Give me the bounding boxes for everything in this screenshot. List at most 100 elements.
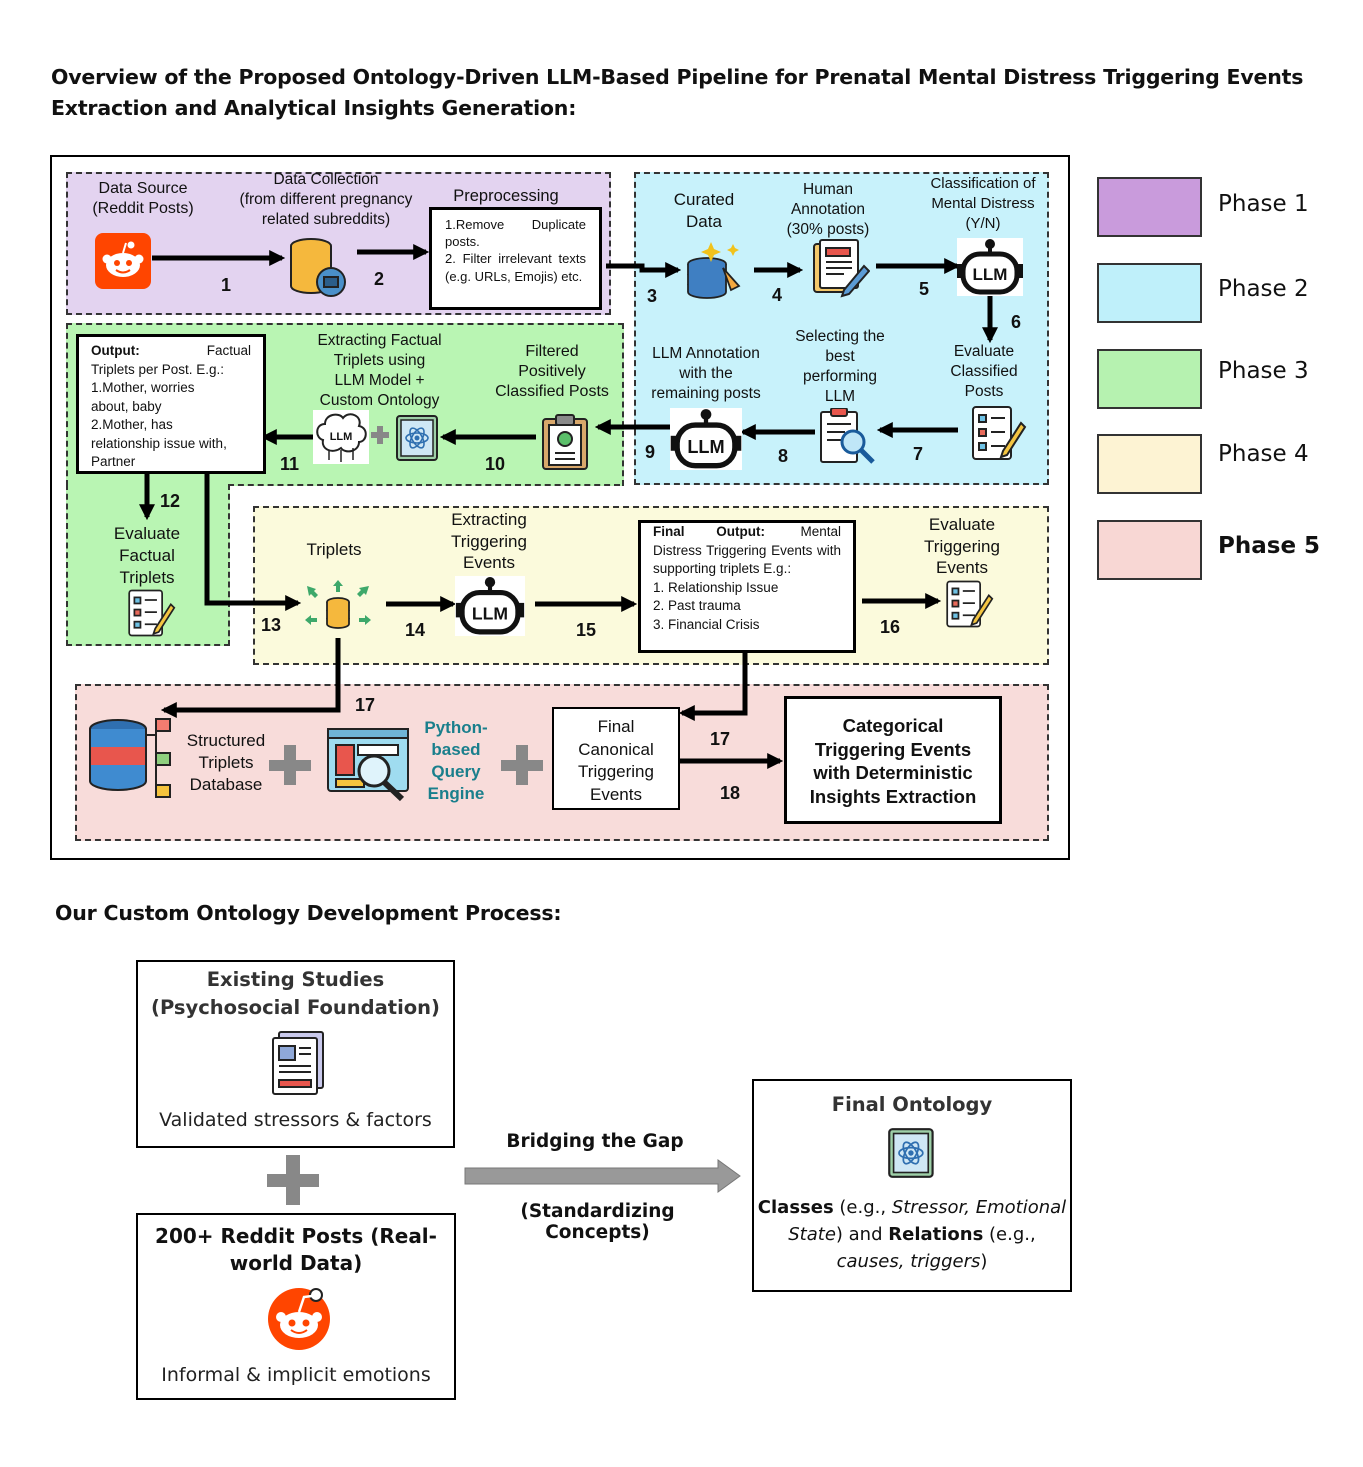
checklist-icon-events [942, 578, 994, 630]
categorical-insights-label: Categorical Triggering Events with Deter… [809, 715, 977, 807]
data-collection-label: Data Collection (from different pregnanc… [239, 171, 413, 228]
final-output-heading: Final Output: [653, 524, 765, 539]
legend-swatch-phase4 [1097, 434, 1202, 494]
svg-text:LLM: LLM [973, 265, 1008, 284]
human-annotation-label: Human Annotation (30% posts) [786, 181, 870, 238]
title-line-2: Extraction and Analytical Insights Gener… [51, 96, 577, 120]
reddit-posts-box: 200+ Reddit Posts (Real- world Data) Inf… [136, 1213, 456, 1400]
data-source-label: Data Source (Reddit Posts) [92, 180, 194, 217]
svg-text:LLM: LLM [687, 437, 724, 457]
step-number-7: 7 [913, 444, 924, 464]
preprocessing-label: Preprocessing [453, 187, 559, 205]
legend-label-phase3: Phase 3 [1218, 358, 1309, 384]
evaluate-events-label: Evaluate Triggering Events [924, 515, 1000, 577]
database-icon [285, 234, 349, 298]
final-output-item-3: 3. Financial Crisis [653, 616, 760, 632]
relations-examples: causes, triggers [836, 1251, 981, 1272]
evaluate-triplets-label: Evaluate Factual Triplets [113, 524, 181, 587]
svg-text:LLM: LLM [330, 431, 353, 443]
output-triplets-text: Triplets per Post. E.g.: 1.Mother, worri… [91, 361, 227, 470]
page-title: Overview of the Proposed Ontology-Driven… [51, 62, 1311, 124]
final-ontology-title: Final Ontology [831, 1093, 993, 1116]
llm-robot-icon-classify: LLM [957, 238, 1023, 296]
existing-studies-box: Existing Studies (Psychosocial Foundatio… [136, 960, 455, 1148]
classes-term: Classes [757, 1197, 834, 1218]
structured-database-icon [86, 715, 176, 801]
preprocessing-box: 1.Remove Duplicate posts. 2. Filter irre… [429, 207, 602, 310]
search-report-icon [817, 407, 877, 466]
filtered-posts-label: Filtered Positively Classified Posts [495, 343, 609, 400]
standardizing-concepts-label: (Standardizing Concepts) [520, 1201, 675, 1243]
phase3-region-step [228, 484, 620, 486]
final-ontology-description: Classes (e.g., Stressor, Emotional State… [754, 1194, 1070, 1275]
step-number-5: 5 [919, 279, 930, 299]
final-output-text: Distress Triggering Events with supporti… [653, 542, 841, 577]
classification-label: Classification of Mental Distress (Y/N) [930, 175, 1036, 232]
ontology-book-icon-final [884, 1127, 940, 1179]
svg-text:LLM: LLM [472, 603, 508, 623]
step-number-10: 10 [485, 454, 506, 474]
curated-data-icon [683, 238, 745, 300]
step-number-11: 11 [280, 454, 300, 474]
llm-brain-icon: LLM [313, 410, 369, 464]
step-number-17a: 17 [355, 695, 376, 715]
legend-label-phase4: Phase 4 [1218, 441, 1309, 467]
existing-studies-caption: Validated stressors & factors [159, 1109, 432, 1131]
clipboard-check-icon [540, 413, 590, 471]
bridging-gap-label: Bridging the Gap [506, 1131, 684, 1152]
legend-swatch-phase1 [1097, 177, 1202, 237]
extracting-events-label: Extracting Triggering Events [451, 510, 527, 572]
triplets-output-box: Output: Factual Triplets per Post. E.g.:… [76, 334, 266, 474]
title-line-1: Overview of the Proposed Ontology-Driven… [51, 65, 1304, 89]
step-number-4: 4 [772, 285, 783, 305]
legend-swatch-phase5 [1097, 520, 1202, 580]
final-output-heading-tail: Mental [800, 524, 841, 539]
legend-label-phase1: Phase 1 [1218, 191, 1309, 217]
closing-paren: ) [980, 1251, 988, 1272]
reddit-posts-caption: Informal & implicit emotions [161, 1364, 431, 1386]
step-number-2: 2 [374, 269, 385, 289]
ontology-heading: Our Custom Ontology Development Process: [55, 901, 562, 925]
ontology-book-icon [393, 414, 443, 462]
final-output-item-2: 2. Past trauma [653, 598, 741, 613]
checklist-icon-triplets [124, 586, 176, 640]
step-number-16: 16 [880, 617, 901, 637]
legend-swatch-phase3 [1097, 349, 1202, 409]
triplets-label: Triplets [306, 540, 362, 559]
step-number-8: 8 [778, 446, 789, 466]
existing-studies-title: Existing Studies (Psychosocial Foundatio… [151, 968, 440, 1019]
query-engine-icon [326, 727, 410, 803]
llm-robot-icon-annotate: LLM [670, 408, 742, 470]
reddit-icon [95, 233, 151, 289]
reddit-icon-ontology [266, 1287, 338, 1351]
extracting-triplets-label: Extracting Factual Triplets using LLM Mo… [317, 332, 442, 409]
query-engine-label: Python- based Query Engine [424, 718, 488, 803]
llm-annotation-label: LLM Annotation with the remaining posts [651, 345, 761, 402]
relations-term: Relations [888, 1224, 984, 1245]
step-number-12: 12 [160, 491, 181, 511]
legend-label-phase2: Phase 2 [1218, 276, 1309, 302]
triplets-merge-icon [305, 580, 371, 636]
final-canonical-label: Final Canonical Triggering Events [578, 717, 654, 804]
preprocessing-step-2: 2. Filter irrelevant texts (e.g. URLs, E… [445, 251, 586, 284]
step-number-3: 3 [647, 286, 658, 306]
final-ontology-box: Final Ontology Classes (e.g., Stressor, … [752, 1079, 1072, 1292]
relations-eg: (e.g., [983, 1224, 1036, 1245]
step-number-17b: 17 [710, 729, 731, 749]
categorical-insights-box: Categorical Triggering Events with Deter… [784, 696, 1002, 824]
final-output-item-1: 1. Relationship Issue [653, 579, 779, 595]
classes-eg: (e.g., [833, 1197, 892, 1218]
final-canonical-box: Final Canonical Triggering Events [552, 707, 680, 810]
step-number-18: 18 [720, 783, 741, 803]
step-number-14: 14 [405, 620, 426, 640]
step-number-6: 6 [1011, 312, 1022, 332]
annotation-icon [808, 238, 871, 300]
reddit-posts-title: 200+ Reddit Posts (Real- world Data) [155, 1224, 437, 1275]
legend-label-phase5: Phase 5 [1218, 533, 1321, 559]
classes-examples: Stressor, Emotional State [788, 1197, 1067, 1245]
preprocessing-step-1: 1.Remove Duplicate posts. [445, 217, 586, 249]
structured-database-label: Structured Triplets Database [186, 731, 266, 794]
step-number-13: 13 [261, 615, 282, 635]
pipeline-frame [50, 155, 1070, 860]
